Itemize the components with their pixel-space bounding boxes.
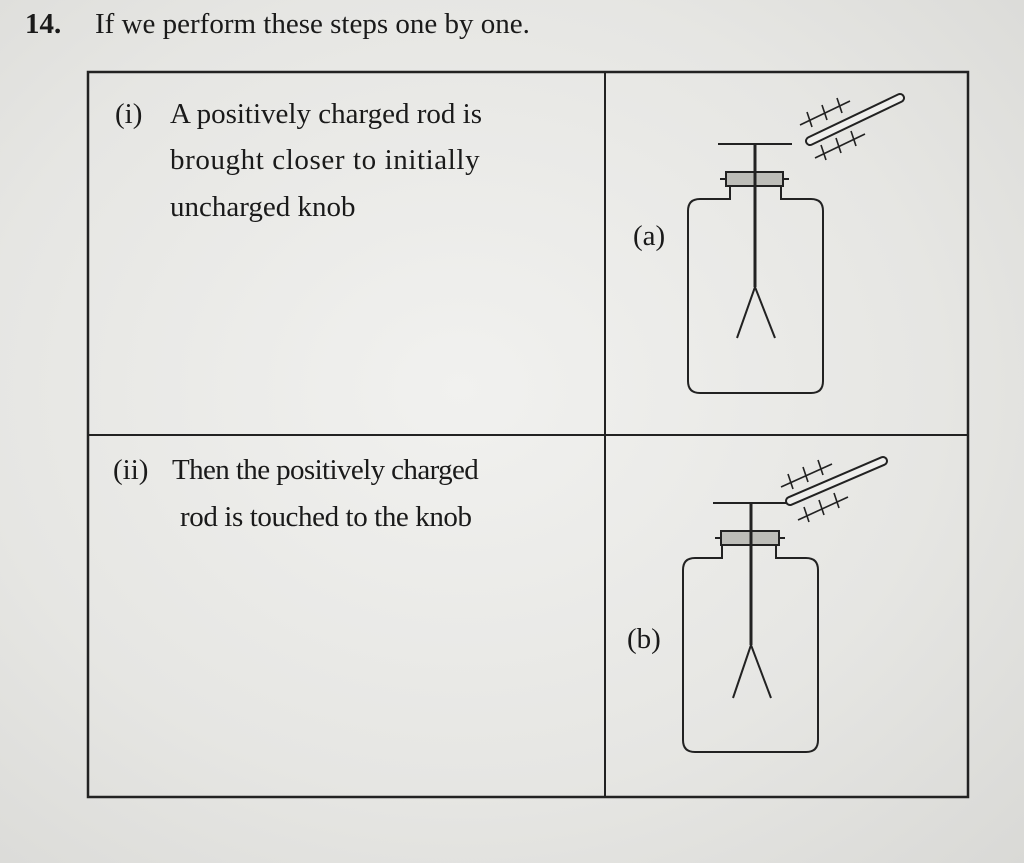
step-text-line: rod is touched to the knob bbox=[180, 501, 472, 533]
question-text: If we perform these steps one by one. bbox=[95, 8, 530, 40]
step-marker: (i) bbox=[115, 98, 143, 130]
charged-rod-a-icon bbox=[805, 93, 905, 146]
step-text-line: brought closer to initially bbox=[170, 144, 481, 176]
plus-charges-a-icon bbox=[799, 97, 866, 161]
charged-rod-b-icon bbox=[785, 456, 888, 506]
step-text-line: Then the positively charged bbox=[172, 454, 479, 486]
step-text-line: uncharged knob bbox=[170, 191, 356, 223]
step-marker: (ii) bbox=[113, 454, 149, 486]
plus-charges-b-icon bbox=[780, 459, 849, 523]
electroscope-a-icon bbox=[687, 93, 905, 394]
step-text-line: A positively charged rod is bbox=[170, 98, 482, 130]
question-number: 14. bbox=[25, 8, 62, 40]
figure-label-a: (a) bbox=[633, 220, 666, 252]
electroscope-b-icon bbox=[682, 456, 888, 753]
figure-label-b: (b) bbox=[627, 623, 661, 655]
